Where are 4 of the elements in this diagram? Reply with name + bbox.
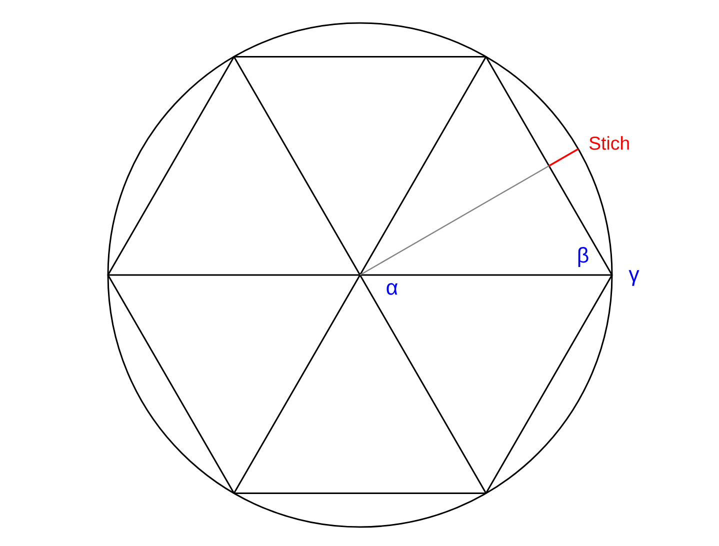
measure-label: Stich xyxy=(589,136,629,150)
angle-label: γ xyxy=(628,270,640,286)
angle-label: α xyxy=(386,283,398,295)
angle-label: β xyxy=(578,247,588,267)
